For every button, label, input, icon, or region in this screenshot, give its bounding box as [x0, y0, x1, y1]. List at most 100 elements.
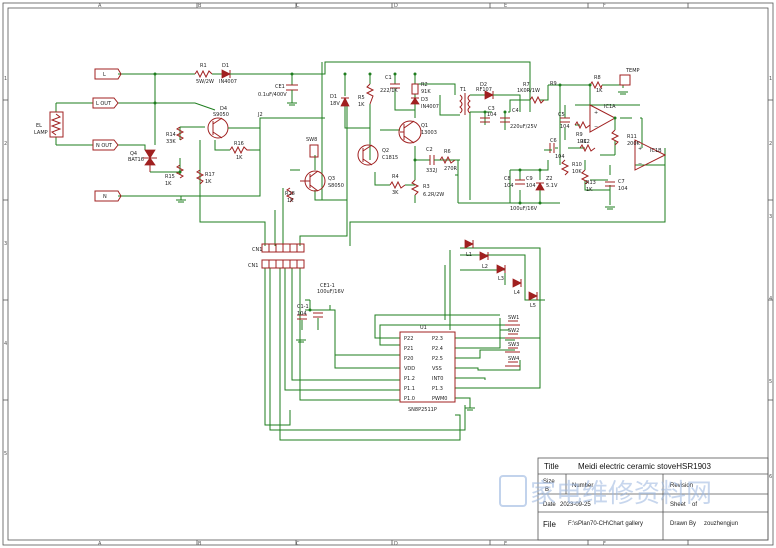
watermark: 家电维修资料网	[499, 475, 712, 509]
u1-pin-left: P1.2	[404, 376, 415, 382]
resistor-r16: R16 1K	[229, 141, 250, 161]
svg-text:13003: 13003	[421, 130, 437, 136]
u1-pin-right: PWM0	[432, 396, 447, 402]
terminal-L: L	[94, 68, 122, 80]
row-labels-left: 1 2 3 4 5	[4, 76, 7, 457]
u1-pin-left: P20	[404, 356, 413, 362]
svg-text:1K: 1K	[287, 198, 294, 204]
svg-text:A: A	[98, 541, 102, 547]
resistor-r8: R8 1K	[589, 75, 603, 94]
grid-col-f: F	[603, 3, 606, 9]
svg-text:Z2: Z2	[546, 176, 553, 182]
capacitor-ce1-1: CE1-1 100uF/16V	[313, 283, 345, 318]
svg-text:104: 104	[618, 186, 628, 192]
svg-text:R1: R1	[200, 63, 207, 69]
mcu-u1: U1 SN8P2511P P22 P21 P20 VDD P1.2 P1.1 P…	[399, 325, 456, 413]
grid-col-d: D	[394, 3, 398, 9]
svg-text:1K: 1K	[586, 187, 593, 193]
u1-pin-left: VDD	[404, 366, 415, 372]
svg-text:SW4: SW4	[508, 356, 519, 362]
size-label: Size	[543, 479, 555, 485]
svg-text:CE1-1: CE1-1	[320, 283, 335, 289]
capacitor-c7: C7 104	[605, 179, 628, 192]
svg-text:L4: L4	[514, 290, 520, 296]
column-labels-top: A B C D E F	[98, 3, 606, 9]
svg-text:SW8: SW8	[306, 137, 317, 143]
svg-text:+: +	[638, 146, 642, 152]
svg-text:Q3: Q3	[328, 176, 335, 182]
terminal-lout: L OUT	[92, 97, 119, 109]
svg-text:Q2: Q2	[382, 148, 389, 154]
ground-symbol	[605, 206, 615, 210]
svg-text:C9: C9	[526, 176, 533, 182]
svg-text:U1: U1	[420, 325, 427, 331]
svg-text:10K: 10K	[577, 139, 587, 145]
svg-text:D: D	[394, 541, 398, 547]
switch-sw2: SW2	[505, 328, 520, 339]
svg-text:1K0R/1W: 1K0R/1W	[517, 88, 540, 94]
svg-text:B: B	[198, 541, 202, 547]
svg-text:S8050: S8050	[328, 183, 344, 189]
u1-pin-left: P21	[404, 346, 413, 352]
led-l4: L4	[512, 278, 522, 296]
grid-col-b: B	[198, 3, 202, 9]
resistor-r15: R15 1K	[165, 164, 185, 187]
zener-z2: Z2 5.1V	[535, 176, 558, 191]
file-path: F:\sPlan70-CH\Chart gallery	[568, 521, 643, 527]
svg-text:D1: D1	[222, 63, 229, 69]
svg-text:1: 1	[4, 76, 7, 82]
svg-text:0.1uF/400V: 0.1uF/400V	[258, 92, 287, 98]
svg-text:R15: R15	[165, 174, 175, 180]
svg-text:R4: R4	[392, 174, 399, 180]
svg-text:LAMP: LAMP	[34, 130, 48, 136]
svg-text:SN8P2511P: SN8P2511P	[408, 407, 437, 413]
u1-pin-right: P2.5	[432, 356, 443, 362]
svg-text:3K: 3K	[392, 190, 399, 196]
svg-text:L3: L3	[498, 276, 504, 282]
svg-text:2: 2	[4, 141, 7, 147]
svg-text:2: 2	[769, 141, 772, 147]
svg-text:C1-1: C1-1	[297, 304, 309, 310]
drawn-by-value: zouzhengjun	[704, 521, 738, 527]
svg-text:5: 5	[4, 451, 7, 457]
svg-text:C1: C1	[385, 75, 392, 81]
svg-text:IN4007: IN4007	[421, 104, 439, 110]
grid-col-e: E	[504, 3, 507, 9]
svg-text:EL: EL	[36, 123, 42, 129]
svg-text:L2: L2	[482, 264, 488, 270]
svg-text:J2: J2	[257, 112, 263, 118]
svg-text:104: 104	[504, 183, 514, 189]
switch-sw4: SW4	[505, 356, 520, 367]
svg-text:IN4007: IN4007	[219, 79, 237, 85]
svg-text:33K: 33K	[166, 139, 176, 145]
svg-text:3: 3	[4, 241, 7, 247]
capacitor-c3: C3 104	[480, 106, 497, 123]
u1-pin-left: P1.0	[404, 396, 415, 402]
svg-text:R17: R17	[205, 172, 215, 178]
zener-d1b: D1 18V	[330, 94, 350, 107]
resistor-r13: R13 1K	[580, 169, 596, 193]
diode-d3: D3 IN4007	[410, 97, 439, 110]
u1-pin-left: P22	[404, 336, 413, 342]
u1-pin-right: INT0	[432, 376, 443, 382]
svg-text:IC1B: IC1B	[650, 148, 662, 154]
capacitor-c2: C2 332J	[426, 147, 440, 174]
capacitor-ce3: C9 104	[515, 176, 536, 189]
svg-text:R14: R14	[166, 132, 176, 138]
resistor-r2: R2 91K	[411, 82, 431, 95]
svg-text:220uF/25V: 220uF/25V	[510, 124, 538, 130]
svg-text:T1: T1	[459, 87, 466, 93]
svg-text:222/1K: 222/1K	[380, 88, 398, 94]
svg-text:R12: R12	[580, 139, 590, 145]
transformer-t1: T1	[459, 87, 471, 115]
row-labels-right: 1 2 3 4 5 6	[769, 76, 772, 480]
border-ticks	[3, 3, 773, 545]
svg-text:S9050: S9050	[213, 112, 229, 118]
svg-text:CN1: CN1	[252, 247, 262, 253]
ce3-label: 100uF/16V	[510, 206, 538, 212]
ground-symbol	[618, 91, 628, 95]
svg-text:−: −	[638, 161, 642, 167]
svg-text:5: 5	[769, 379, 772, 385]
ground-symbol	[287, 102, 297, 106]
